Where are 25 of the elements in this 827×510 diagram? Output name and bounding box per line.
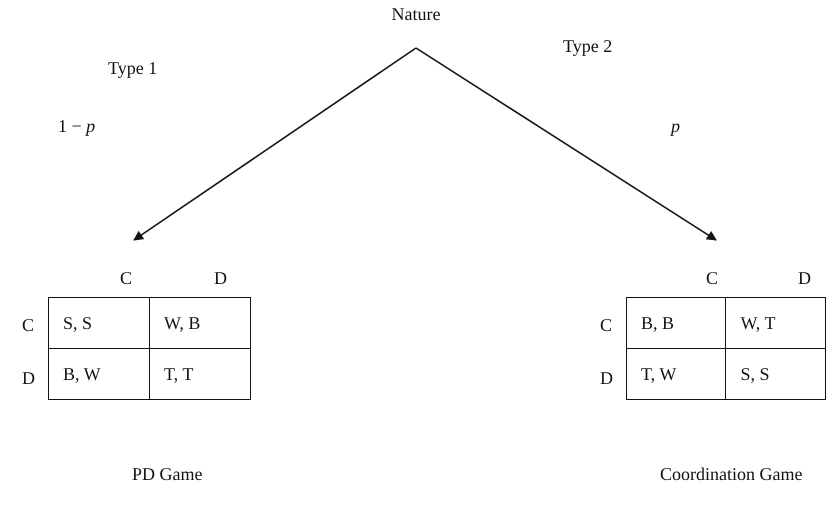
strategy-label: D (798, 268, 811, 289)
strategy-label: D (22, 368, 35, 389)
strategy-label: C (706, 268, 718, 289)
strategy-label: D (600, 368, 613, 389)
probability-label: 1 − p (58, 116, 96, 137)
payoff-cell: S, S (726, 348, 826, 400)
payoff-cell: B, B (626, 298, 726, 348)
payoff-cell: T, T (150, 348, 250, 400)
probability-label: p (671, 116, 680, 137)
node-label: Nature (385, 4, 447, 28)
arrow (416, 47, 717, 241)
strategy-label: C (120, 268, 132, 289)
game-caption: Coordination Game (660, 464, 802, 485)
payoff-cell: S, S (48, 298, 150, 348)
strategy-label: C (22, 315, 34, 336)
strategy-label: D (214, 268, 227, 289)
payoff-cell: W, T (726, 298, 826, 348)
arrow (133, 47, 416, 241)
game-caption: PD Game (132, 464, 202, 485)
payoff-cell: T, W (626, 348, 726, 400)
strategy-label: C (600, 315, 612, 336)
type-label: Type 2 (563, 36, 612, 57)
payoff-cell: B, W (48, 348, 150, 400)
payoff-cell: W, B (150, 298, 250, 348)
type-label: Type 1 (108, 58, 158, 79)
